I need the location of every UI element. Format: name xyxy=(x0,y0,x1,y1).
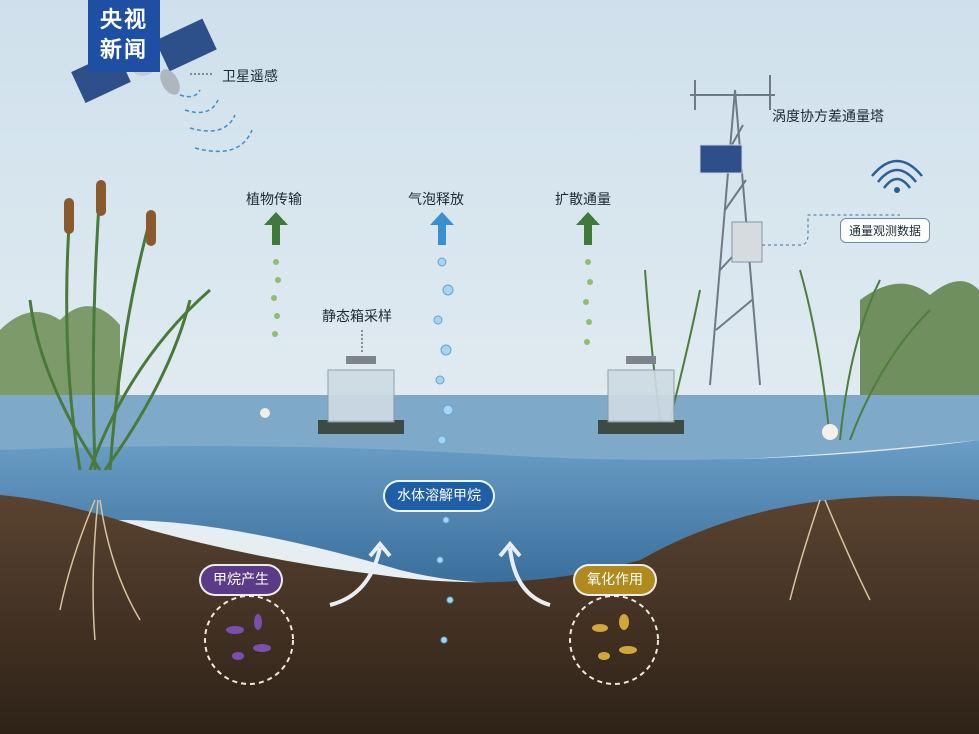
diffusion-dots xyxy=(583,259,593,345)
background-trees-right xyxy=(860,281,979,420)
water-surface xyxy=(0,395,979,463)
oxidizer-circle xyxy=(569,595,659,685)
methane-production-badge: 甲烷产生 xyxy=(201,566,281,594)
oxidation-arrow xyxy=(508,547,551,607)
solar-panel xyxy=(699,144,743,174)
data-connector xyxy=(762,214,900,246)
tower-label: 涡度协方差通量塔 xyxy=(772,109,884,125)
production-arrow xyxy=(329,547,382,607)
cattail-head xyxy=(96,180,106,216)
cctv-news-logo: 央视新闻 xyxy=(88,0,160,72)
plant-transport-arrow xyxy=(264,212,288,245)
water-lily xyxy=(822,424,838,440)
bubble-stream xyxy=(433,257,454,644)
methanogen-circle xyxy=(204,595,294,685)
plant-transport-label: 植物传输 xyxy=(246,192,302,208)
diffusion-flux-arrow xyxy=(576,212,600,245)
cattail-plants xyxy=(28,189,211,471)
grass-right xyxy=(644,269,931,441)
cattail-head xyxy=(146,210,156,246)
wireless-signal-icon xyxy=(871,159,923,189)
water-lily xyxy=(260,408,270,418)
diffusion-flux-label: 扩散通量 xyxy=(555,192,611,208)
static-chamber-right xyxy=(598,356,684,434)
bubble-release-arrow xyxy=(430,212,454,245)
oxidation-badge: 氧化作用 xyxy=(575,566,655,594)
satellite-signal xyxy=(179,89,253,153)
methanogen-microbes xyxy=(226,614,271,660)
plant-roots xyxy=(59,499,871,641)
dissolved-methane-badge: 水体溶解甲烷 xyxy=(385,482,493,510)
flux-data-label: 通量观测数据 xyxy=(840,218,931,243)
satellite-label: 卫星遥感 xyxy=(222,69,278,85)
plant-transport-dots xyxy=(271,259,281,337)
bubble-release-label: 气泡释放 xyxy=(408,192,464,208)
data-logger-box xyxy=(731,221,763,263)
background-trees-left xyxy=(0,306,120,400)
oxidizer-microbes xyxy=(592,614,637,660)
static-chamber-left xyxy=(318,356,404,434)
sediment-soil xyxy=(0,495,979,734)
cattail-head xyxy=(64,198,74,234)
static-chamber-label: 静态箱采样 xyxy=(322,309,392,325)
water-body xyxy=(0,440,979,583)
